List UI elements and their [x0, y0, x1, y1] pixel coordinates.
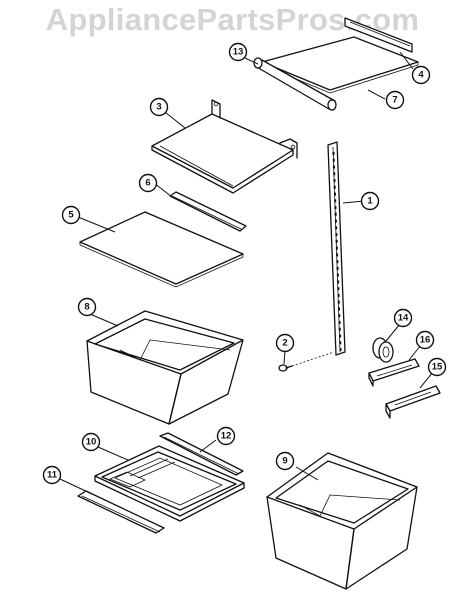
support-slot	[334, 206, 337, 210]
part-2-screw[interactable]	[278, 351, 335, 372]
callout-5: 5	[61, 205, 81, 225]
callout-label: 16	[420, 335, 431, 346]
support-slot	[334, 219, 337, 223]
support-slot	[336, 266, 339, 270]
support-slot	[337, 300, 340, 304]
callout-label: 3	[156, 102, 161, 113]
support-slot	[337, 287, 340, 291]
support-slot	[335, 226, 338, 230]
part-11-trim[interactable]	[77, 490, 165, 534]
callout-8: 8	[77, 297, 97, 317]
part-10-cover-frame[interactable]	[94, 445, 245, 522]
part-8-crisper-pan[interactable]	[86, 310, 244, 425]
support-slot	[336, 273, 339, 277]
callout-label: 4	[418, 70, 424, 81]
callout-label: 6	[145, 178, 150, 189]
part-3-shelf-frame[interactable]	[151, 99, 298, 194]
leader-lines	[59, 51, 434, 495]
callout-label: 12	[221, 431, 232, 442]
support-slot	[339, 334, 342, 338]
support-slot	[334, 212, 337, 216]
callout-label: 8	[84, 302, 89, 313]
callout-label: 10	[86, 437, 97, 448]
support-slot	[338, 307, 341, 311]
part-5-shelf-glass[interactable]	[79, 211, 244, 288]
support-slot	[332, 152, 335, 155]
callout-label: 2	[282, 338, 287, 349]
callout-14: 14	[393, 308, 413, 328]
callout-16: 16	[415, 330, 435, 350]
part-1-shelf-support[interactable]	[327, 141, 346, 356]
support-slot	[332, 158, 335, 162]
callout-11: 11	[42, 465, 62, 485]
support-slot	[339, 348, 342, 351]
support-slot	[333, 179, 336, 183]
support-slot	[336, 253, 339, 257]
support-slot	[333, 192, 336, 196]
part-6-trim[interactable]	[169, 191, 247, 232]
support-slot	[337, 293, 340, 297]
callout-9: 9	[275, 451, 295, 471]
callout-label: 7	[392, 95, 397, 106]
support-slot	[337, 280, 340, 284]
part-15-rail[interactable]	[385, 385, 441, 419]
callout-3: 3	[149, 97, 169, 117]
support-slot	[338, 327, 341, 331]
callout-label: 9	[282, 456, 287, 467]
support-slot	[335, 239, 338, 243]
callout-1: 1	[360, 191, 380, 211]
support-slot	[334, 199, 337, 203]
callout-label: 13	[233, 47, 244, 58]
support-slot	[338, 314, 341, 318]
part-9-crisper-pan[interactable]	[266, 452, 418, 590]
part-13-roller-trim[interactable]	[253, 57, 337, 111]
callout-10: 10	[81, 432, 101, 452]
support-slot	[336, 260, 339, 264]
callout-label: 11	[47, 470, 58, 481]
callout-2: 2	[275, 333, 295, 353]
callout-label: 15	[432, 362, 443, 373]
callout-label: 14	[398, 313, 409, 324]
part-4-trim[interactable]	[344, 17, 413, 53]
callout-7: 7	[385, 90, 405, 110]
support-slot	[333, 172, 336, 176]
callout-label: 1	[367, 196, 373, 207]
support-slot	[338, 320, 341, 324]
support-slot	[335, 233, 338, 237]
support-slot	[332, 165, 335, 169]
callout-12: 12	[216, 426, 236, 446]
callout-6: 6	[138, 173, 158, 193]
part-12-trim[interactable]	[159, 432, 244, 476]
support-slot	[333, 185, 336, 189]
part-14-knob[interactable]	[372, 337, 394, 363]
support-slot	[339, 341, 342, 345]
callout-15: 15	[427, 357, 447, 377]
support-slot	[335, 246, 338, 250]
part-16-control[interactable]	[368, 358, 420, 387]
callout-label: 5	[68, 210, 74, 221]
callout-13: 13	[228, 42, 248, 62]
callout-4: 4	[411, 65, 431, 85]
